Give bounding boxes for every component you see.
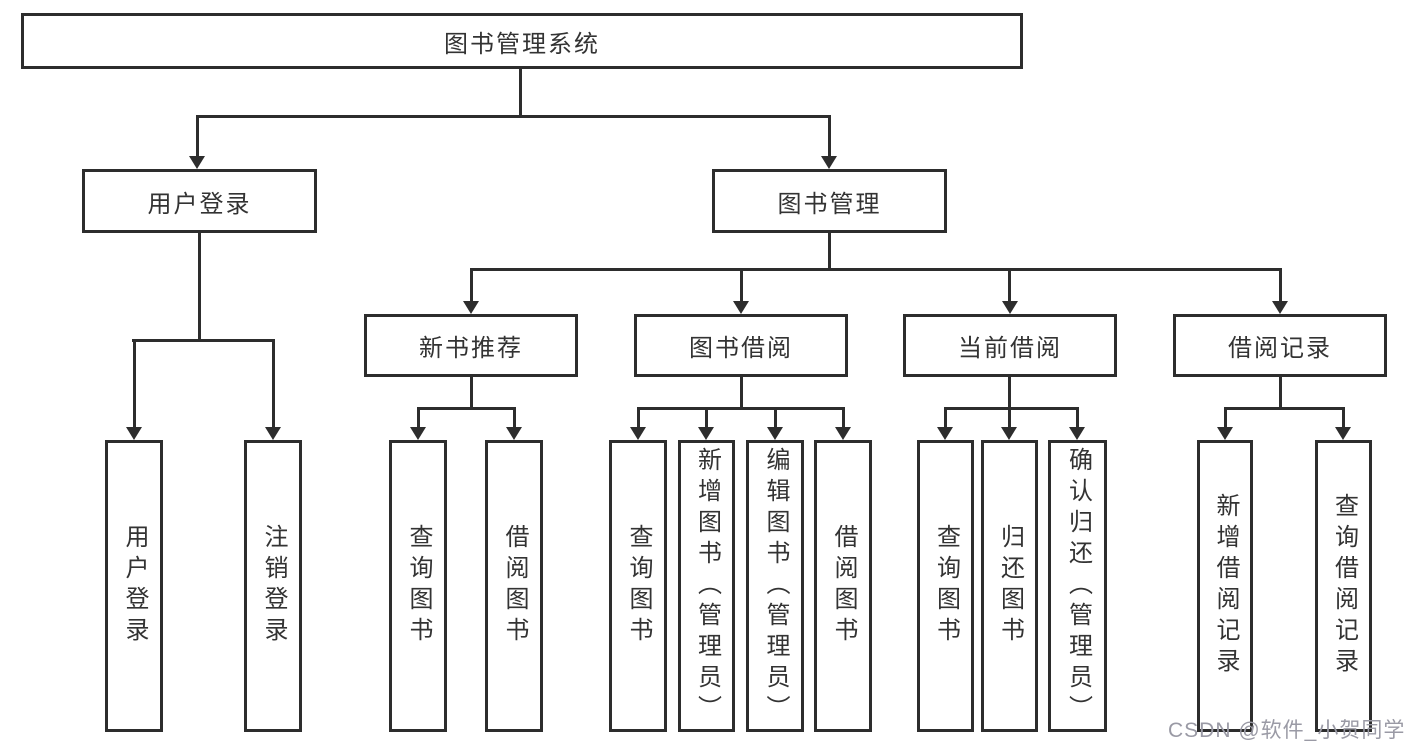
leaf-borrow-books-borrowing: 借阅图书 xyxy=(814,440,872,732)
leaf-edit-book-admin-label: 编辑图书（管理员） xyxy=(762,446,789,726)
leaf-query-borrow-record: 查询借阅记录 xyxy=(1315,440,1372,732)
connector-hline xyxy=(417,407,515,410)
arrow-down-icon xyxy=(189,156,205,169)
connector-vline xyxy=(1008,377,1011,409)
connector-vline xyxy=(1076,407,1079,429)
arrow-down-icon xyxy=(821,156,837,169)
leaf-confirm-return-admin-label: 确认归还（管理员） xyxy=(1064,446,1092,726)
connector-vline xyxy=(1279,377,1282,409)
connector-vline xyxy=(1279,268,1282,303)
connector-vline xyxy=(740,268,743,303)
node-new-book-recommend-label: 新书推荐 xyxy=(419,335,523,362)
node-user-login: 用户登录 xyxy=(82,169,317,233)
connector-vline xyxy=(519,69,522,118)
node-borrowing-records: 借阅记录 xyxy=(1173,314,1387,377)
connector-vline xyxy=(1342,407,1345,429)
leaf-borrow-books-borrowing-label: 借阅图书 xyxy=(830,524,857,648)
arrow-down-icon xyxy=(1001,427,1017,440)
arrow-down-icon xyxy=(126,427,142,440)
node-borrowing-records-label: 借阅记录 xyxy=(1228,335,1332,362)
node-current-borrowing-label: 当前借阅 xyxy=(958,335,1062,362)
leaf-query-books-recommend-label: 查询图书 xyxy=(405,524,432,648)
node-book-borrowing-label: 图书借阅 xyxy=(689,335,793,362)
node-current-borrowing: 当前借阅 xyxy=(903,314,1117,377)
arrow-down-icon xyxy=(1069,427,1085,440)
arrow-down-icon xyxy=(1335,427,1351,440)
connector-vline xyxy=(198,233,201,341)
arrow-down-icon xyxy=(506,427,522,440)
connector-vline xyxy=(272,339,275,429)
leaf-user-login: 用户登录 xyxy=(105,440,163,732)
connector-vline xyxy=(944,407,947,429)
arrow-down-icon xyxy=(698,427,714,440)
leaf-borrow-books-recommend: 借阅图书 xyxy=(485,440,543,732)
arrow-down-icon xyxy=(265,427,281,440)
node-new-book-recommend: 新书推荐 xyxy=(364,314,578,377)
connector-vline xyxy=(196,115,199,158)
arrow-down-icon xyxy=(630,427,646,440)
connector-hline xyxy=(196,115,831,118)
arrow-down-icon xyxy=(767,427,783,440)
connector-hline xyxy=(470,268,1282,271)
leaf-add-book-admin-label: 新增图书（管理员） xyxy=(693,446,721,726)
node-root-label: 图书管理系统 xyxy=(444,30,600,58)
arrow-down-icon xyxy=(1272,301,1288,314)
connector-vline xyxy=(470,377,473,409)
arrow-down-icon xyxy=(733,301,749,314)
node-user-login-label: 用户登录 xyxy=(147,190,252,218)
node-book-borrowing: 图书借阅 xyxy=(634,314,848,377)
leaf-logout-label: 注销登录 xyxy=(260,524,287,648)
connector-vline xyxy=(470,268,473,303)
connector-vline xyxy=(637,407,640,429)
connector-hline xyxy=(944,407,1079,410)
leaf-add-borrow-record: 新增借阅记录 xyxy=(1197,440,1253,732)
node-book-management-label: 图书管理 xyxy=(777,190,882,218)
connector-vline xyxy=(774,407,777,429)
leaf-user-login-label: 用户登录 xyxy=(121,524,148,648)
connector-vline xyxy=(1224,407,1227,429)
connector-vline xyxy=(842,407,845,429)
connector-vline xyxy=(740,377,743,409)
connector-hline xyxy=(1224,407,1345,410)
connector-vline xyxy=(133,339,136,429)
leaf-add-book-admin: 新增图书（管理员） xyxy=(678,440,735,732)
arrow-down-icon xyxy=(937,427,953,440)
leaf-return-book: 归还图书 xyxy=(981,440,1038,732)
leaf-edit-book-admin: 编辑图书（管理员） xyxy=(746,440,804,732)
connector-vline xyxy=(1008,407,1011,429)
arrow-down-icon xyxy=(1217,427,1233,440)
leaf-query-books-recommend: 查询图书 xyxy=(389,440,447,732)
leaf-borrow-books-recommend-label: 借阅图书 xyxy=(501,524,528,648)
leaf-query-books-current: 查询图书 xyxy=(917,440,974,732)
connector-vline xyxy=(513,407,516,429)
connector-vline xyxy=(828,233,831,270)
connector-vline xyxy=(828,115,831,158)
connector-hline xyxy=(637,407,845,410)
node-root: 图书管理系统 xyxy=(21,13,1023,69)
leaf-return-book-label: 归还图书 xyxy=(996,524,1024,648)
arrow-down-icon xyxy=(835,427,851,440)
leaf-query-books-borrowing: 查询图书 xyxy=(609,440,667,732)
csdn-watermark: CSDN @软件_小贺同学 xyxy=(1168,719,1405,742)
leaf-confirm-return-admin: 确认归还（管理员） xyxy=(1048,440,1107,732)
connector-vline xyxy=(417,407,420,429)
arrow-down-icon xyxy=(463,301,479,314)
node-book-management: 图书管理 xyxy=(712,169,947,233)
connector-vline xyxy=(1008,268,1011,303)
connector-hline xyxy=(132,339,275,342)
arrow-down-icon xyxy=(410,427,426,440)
leaf-query-borrow-record-label: 查询借阅记录 xyxy=(1330,493,1358,679)
leaf-query-books-borrowing-label: 查询图书 xyxy=(625,524,652,648)
arrow-down-icon xyxy=(1002,301,1018,314)
leaf-add-borrow-record-label: 新增借阅记录 xyxy=(1212,493,1239,679)
connector-vline xyxy=(705,407,708,429)
leaf-query-books-current-label: 查询图书 xyxy=(932,524,960,648)
leaf-logout: 注销登录 xyxy=(244,440,302,732)
